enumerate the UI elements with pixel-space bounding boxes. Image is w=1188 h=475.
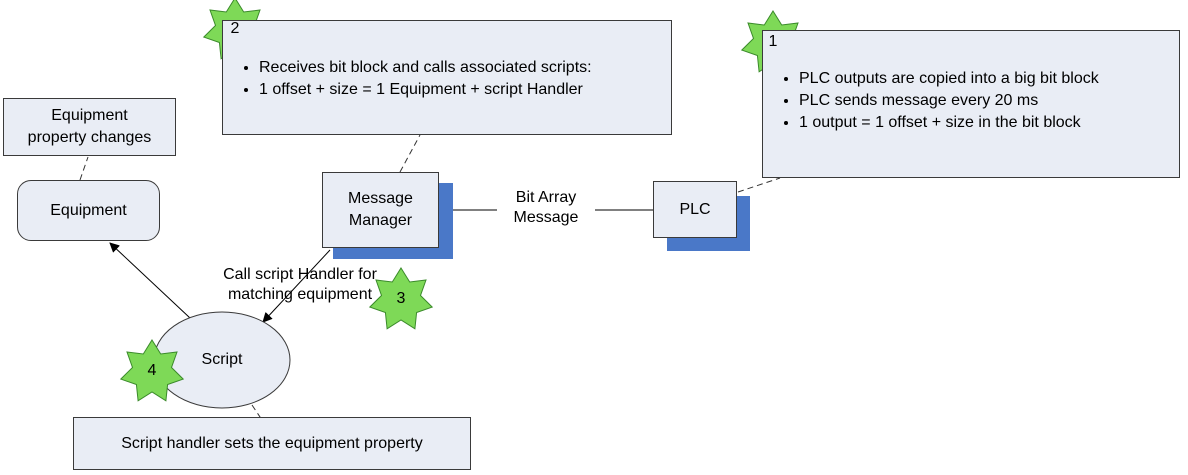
connector-manager-note	[399, 134, 421, 173]
connector-equipment-note	[79, 156, 89, 181]
bit-array-line: Message	[513, 209, 579, 226]
manager-note-list: Receives bit block and calls associated …	[223, 57, 671, 101]
equipment-note-line: Equipment	[51, 107, 128, 124]
script-note-text: Script handler sets the equipment proper…	[121, 434, 423, 452]
plc-note-item: PLC outputs are copied into a big bit bl…	[799, 68, 1179, 90]
plc-note-item: PLC sends message every 20 ms	[799, 90, 1179, 112]
message-manager-node: Message Manager	[322, 172, 439, 248]
plc-note-box: PLC outputs are copied into a big bit bl…	[762, 30, 1180, 178]
bit-array-label: Bit Array Message	[497, 188, 595, 228]
script-note-box: Script handler sets the equipment proper…	[73, 417, 471, 470]
equipment-note-box: Equipment property changes	[3, 98, 176, 156]
equipment-node: Equipment	[17, 180, 160, 241]
plc-label: PLC	[679, 200, 711, 218]
manager-note-item: Receives bit block and calls associated …	[259, 57, 671, 79]
bit-array-line: Bit Array	[515, 189, 577, 206]
equipment-label: Equipment	[50, 201, 127, 219]
message-manager-line: Manager	[348, 212, 413, 229]
plc-note-list: PLC outputs are copied into a big bit bl…	[763, 68, 1179, 134]
connector-plc-note	[737, 177, 781, 193]
arrow-script-to-equipment	[109, 242, 191, 319]
step-number-1: 1	[768, 33, 778, 50]
call-handler-line: matching equipment	[227, 286, 373, 303]
step-star-3	[368, 267, 434, 330]
call-handler-line: Call script Handler for	[223, 266, 377, 283]
step-star-4	[119, 339, 185, 402]
manager-note-box: Receives bit block and calls associated …	[222, 20, 672, 135]
step-number-4: 4	[147, 362, 157, 379]
message-manager-line: Message	[348, 190, 413, 207]
equipment-note-line: property changes	[27, 129, 152, 146]
manager-note-item: 1 offset + size = 1 Equipment + script H…	[259, 79, 671, 101]
plc-node: PLC	[653, 181, 737, 238]
script-label: Script	[201, 351, 243, 368]
plc-note-item: 1 output = 1 offset + size in the bit bl…	[799, 112, 1179, 134]
step-number-3: 3	[396, 290, 406, 307]
arrow-manager-to-script	[262, 249, 331, 323]
script-label-wrap: Script	[160, 345, 284, 375]
call-handler-label: Call script Handler for matching equipme…	[200, 265, 400, 305]
step-number-2: 2	[230, 20, 240, 37]
